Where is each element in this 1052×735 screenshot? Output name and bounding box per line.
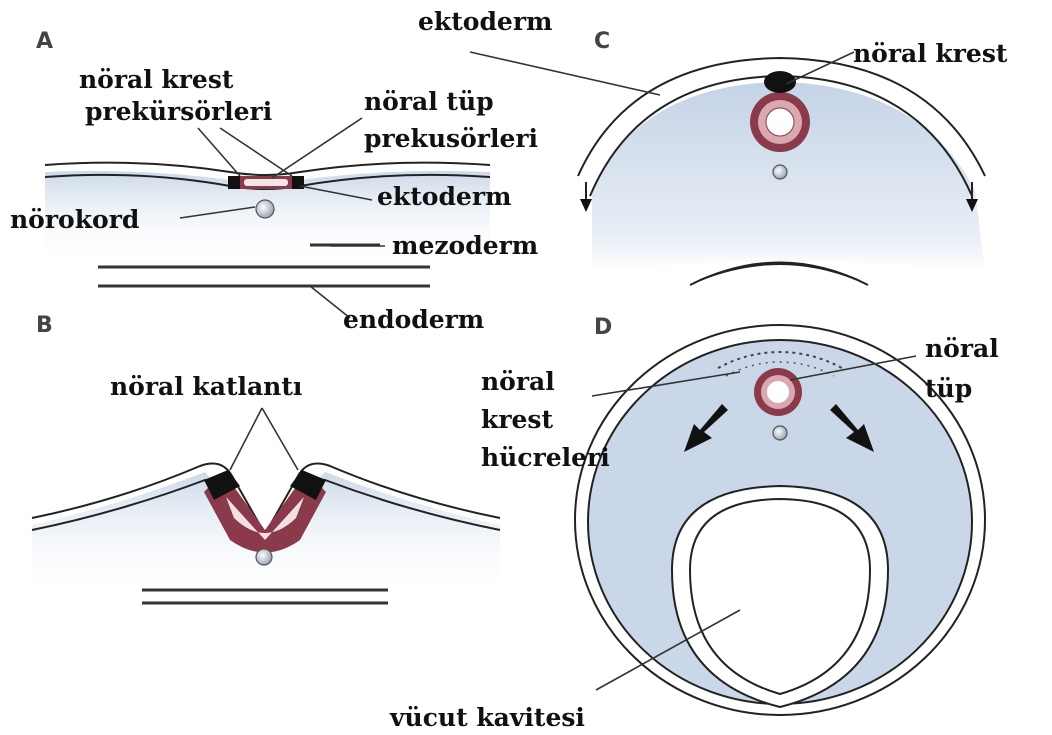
panel-d-label-neural-crest-cells-2: krest [481,405,553,434]
panel-a-label-mesoderm: mezoderm [392,231,538,260]
panel-d-label-neural-crest-cells-3: hücreleri [481,443,610,472]
panel-d-label-neural-tube-1: nöral [925,334,999,363]
panel-a-notochord [256,200,274,218]
panel-b-letter: B [36,313,53,338]
panel-a-label-endoderm: endoderm [343,305,484,334]
panel-d-label-neural-tube-2: tüp [925,374,972,403]
panel-a-letter: A [36,29,53,54]
panel-a-label-neural-crest-precursors-1: nöral krest [79,65,234,94]
panel-a-label-neural-crest-precursors-2: prekürsörleri [85,97,272,126]
panel-a-label-notochord: nörokord [10,205,139,234]
panel-a-label-neural-tube-precursors-1: nöral tüp [364,87,494,116]
panel-d-notochord [773,426,787,440]
panel-b-label-neural-fold: nöral katlantı [110,372,302,401]
panel-a-label-neural-tube-precursors-2: prekusörleri [364,124,538,153]
panel-b: B nöral katlantı [32,313,500,603]
panel-d-label-neural-crest-cells-1: nöral [481,367,555,396]
panel-a-label-ectoderm: ektoderm [377,182,511,211]
panel-c-label-neural-crest: nöral krest [853,39,1008,68]
panel-c-label-ectoderm: ektoderm [418,7,552,36]
panel-d-label-body-cavity: vücut kavitesi [389,703,585,732]
panel-c-notochord [773,165,787,179]
panel-d-letter: D [594,315,612,340]
panel-c-letter: C [594,29,610,54]
panel-a: A nöral krest prekürsörleri nöral tüp pr… [10,29,538,334]
panel-b-notochord [256,549,272,565]
